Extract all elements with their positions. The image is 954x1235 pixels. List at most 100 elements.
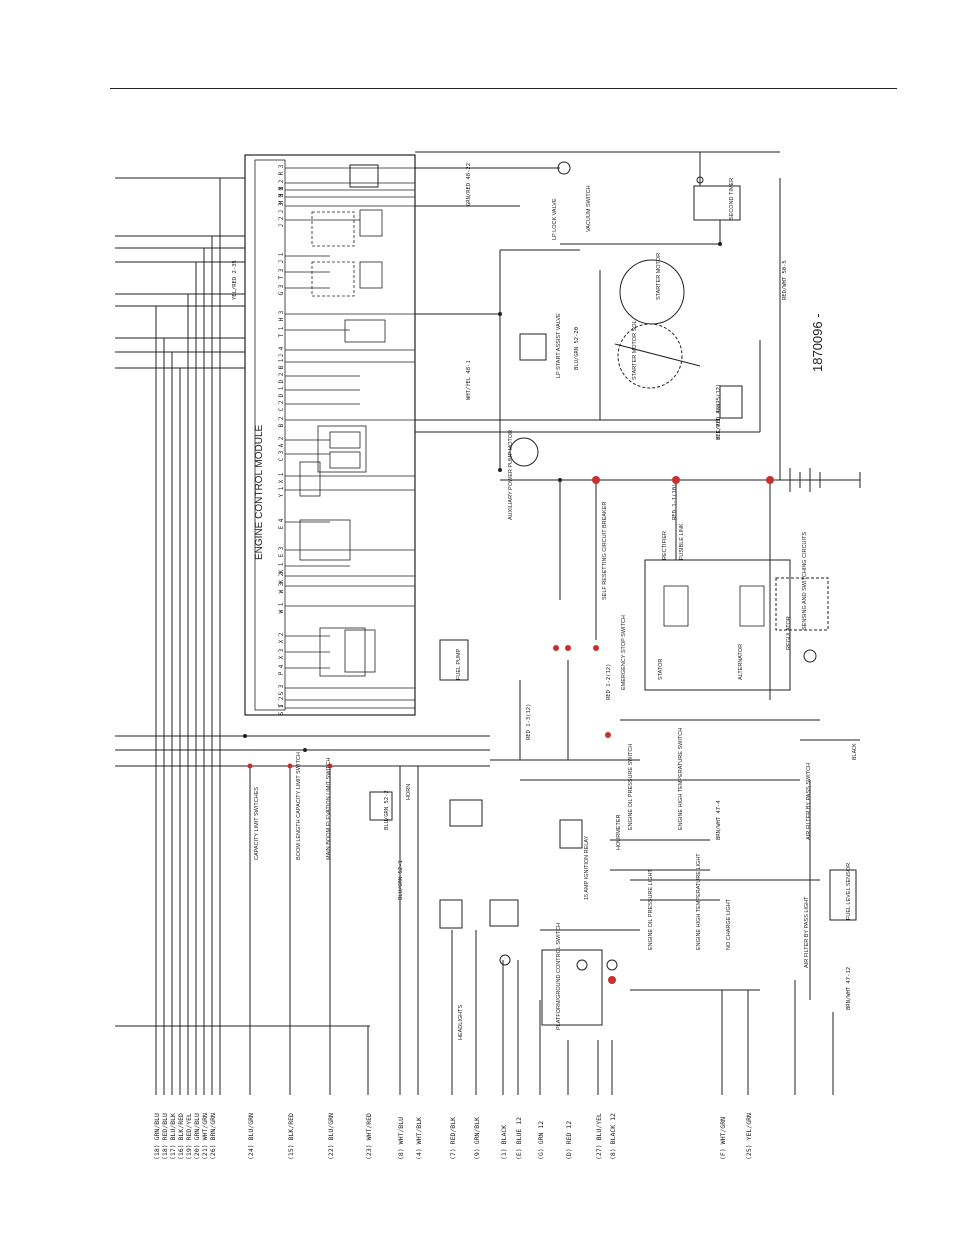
wire-color-label: BLU/GRN 52-2 [384,790,390,830]
bottom-wire-labels: (18) GRN/BLU(18) RED/BLU(17) BLU/BLK(16)… [153,1113,753,1160]
component-label: ENGINE OIL PRESSURE LIGHT [648,869,654,950]
aux-pump-motor [509,437,539,467]
bottom-wire-label: (25) YEL/GRN [745,1113,753,1160]
module-pin-label: H 3 [278,310,285,321]
page-header-rule [110,88,897,89]
module-title: ENGINE CONTROL MODULE [254,424,265,560]
engine-control-module [244,154,416,716]
bottom-wire-label: (F) WHT/GRN [719,1117,727,1160]
lower-wires [490,660,860,1000]
bottom-wire-label: (22) BLU/GRN [327,1113,335,1160]
bottom-wire-label: (E) BLUE 12 [515,1117,523,1160]
component-label: AIR FILTER BY PASS SWITCH [806,763,812,840]
component-label: PLATFORM/GROUND CONTROL SWITCH [556,923,562,1030]
module-pin-label: K 1 [278,562,285,573]
component-label: REGULATOR [786,616,792,650]
module-pin-label: X 3 [278,648,285,659]
wire-color-label: RED 1-3(12) [526,704,532,740]
component-label: SECOND TIMER [729,178,735,220]
component-label: STARTER MOTOR SOL. [632,318,638,380]
module-pin-label: D 1 [278,386,285,397]
module-pin-label: B 1 [278,358,285,369]
bottom-wire-label: (23) WHT/RED [365,1113,373,1160]
wire-color-label: BLK/YEL 48-2 [716,400,722,440]
component-label: STATOR [658,659,664,680]
wire-color-label: RED 1-2(12) [606,664,612,700]
component-label: RECTIFIER [662,531,668,560]
no-charge-indicator [803,649,817,663]
fuel-pump-box [439,639,469,681]
wire-color-label: BRN/WHT 47-4 [716,800,722,840]
wire-color-label: RED/WHT 50-5 [782,260,788,300]
lp-start-assist-box [519,333,547,361]
module-pin-label: G 3 [278,284,285,295]
component-label: ENGINE HIGH TEMPERATURE SWITCH [678,728,684,830]
component-label: CAPACITY LIMIT SWITCHES [254,787,260,860]
module-pin-label: X 1 [278,472,285,483]
module-pin-label: T 2 [278,696,285,707]
component-label: SELF RESETTING CIRCUIT BREAKER [602,502,608,600]
bottom-wire-label: (8) WHT/BLU [397,1117,405,1160]
bottom-wire-label: (4) WHT/BLK [415,1117,423,1160]
component-label: BOOM LENGTH CAPACITY LIMIT SWITCH [296,752,302,860]
module-pin-label: Y 1 [278,486,285,497]
component-label: ENGINE OIL PRESSURE SWITCH [628,744,634,830]
bottom-wire-label: (21) WHT/GRN [201,1113,209,1160]
bottom-wire-label: (20) GRN/BLU [193,1113,201,1160]
alternator-block [644,559,791,691]
junction-dots [243,242,722,752]
module-relays [299,209,386,677]
module-pin-label: C 2 [278,400,285,411]
bottom-wire-label: (D) RED 12 [565,1121,573,1160]
module-pin-label: M 1 [278,186,285,197]
wire-color-label: WHT/YEL 48-1 [466,360,472,400]
module-pin-labels: R 3M 2M 1M 3J 3J 2J 1T 3G 3H 3T 1J 4B 1D… [278,164,285,715]
bottom-wire-label: (15) BLK/RED [287,1113,295,1160]
module-pin-label: J 3 [278,202,285,213]
component-label: SENSING AND SWITCHING CIRCUITS [802,532,808,630]
component-label: FUEL LEVEL SENSOR [846,863,852,920]
component-label: HOURMETER [616,815,622,850]
module-pin-label: S 3 [278,684,285,695]
bottom-wire-label: (1) BLACK [500,1125,508,1160]
sol-relay-box [719,385,743,419]
component-label: VACUUM SWITCH [586,185,592,232]
top-wires [415,151,781,480]
component-label: MAIN BOOM ELEVATION LIMIT SWITCH [326,758,332,860]
component-label: FUEL PUMP [456,648,462,680]
module-pin-label: P 4 [278,664,285,675]
wire-color-label: YEL/RED 3-0-5(12) [716,384,722,440]
module-pin-label: C 3 [278,450,285,461]
top-connector [349,164,379,188]
module-pin-label: J 1 [278,252,285,263]
component-label: LP LOCK VALVE [552,198,558,240]
bottom-wire-label: (18) GRN/BLU [153,1113,161,1160]
module-pin-label: D 2 [278,372,285,383]
component-label: HEADLIGHTS [458,1005,464,1040]
regulator-block [775,577,829,631]
module-pin-label: X 2 [278,632,285,643]
left-harness-wires [115,177,490,1027]
component-label: LP START ASSIST VALVE [556,313,562,378]
wire-color-label: BLU/GRN 52-1 [398,860,404,900]
module-pin-label: E 4 [278,518,285,529]
component-label: EMERGENCY STOP SWITCH [621,615,627,690]
component-label: NO CHARGE LIGHT [726,898,732,950]
wire-color-label: GRN/RED 48-22 [466,163,472,206]
component-label: ALTERNATOR [738,644,744,680]
module-pin-label: E 3 [278,546,285,557]
module-pin-label: R 3 [278,164,285,175]
component-label: FUSIBLE LINK [679,523,685,560]
starter-motor-circle [619,259,685,325]
bottom-wire-label: (24) BLU/GRN [247,1113,255,1160]
bottom-wire-label: (18) RED/BLU [161,1113,169,1160]
module-pin-label: W 1 [278,602,285,613]
component-label: AIR FILTER BY PASS LIGHT [804,896,810,968]
second-timer-box [693,185,741,221]
bottom-wire-label: (8) BLACK 12 [609,1113,617,1160]
module-pin-strip [254,159,286,711]
module-pin-label: A 2 [278,436,285,447]
bottom-wire-label: (16) BLK/RED [177,1113,185,1160]
wire-color-label: BRN/WHT 47-12 [846,967,852,1010]
